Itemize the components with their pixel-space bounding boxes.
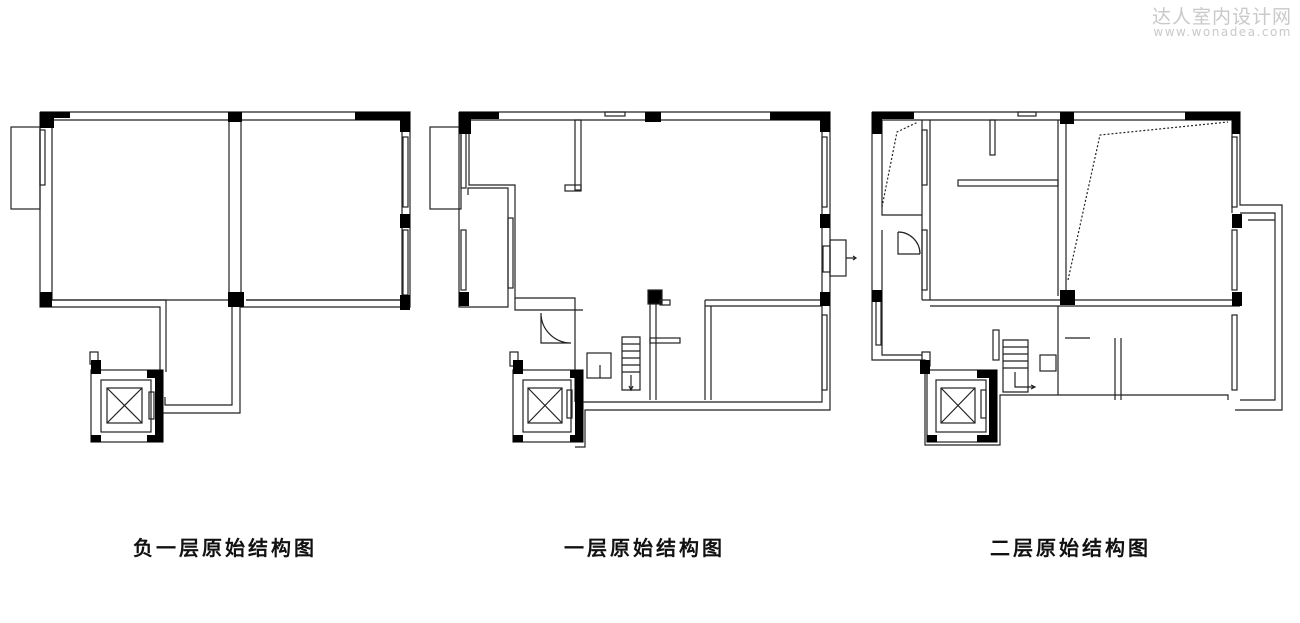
dashed-void-line [881,121,919,208]
partition-wall [922,299,1240,307]
window [1231,136,1238,208]
window [921,129,928,186]
bay-window [10,126,41,210]
plan-title-basement: 负一层原始结构图 [133,536,317,560]
window [821,136,828,208]
elevator-cross [527,387,563,424]
watermark-url: www.wonadea.com [1153,25,1292,39]
door-swing [897,231,921,255]
partition-wall [1065,337,1122,400]
window [821,314,828,391]
partition-wall [921,120,931,300]
elevator-cross [940,387,976,424]
inner-wall-line [881,119,1233,356]
elevator-cross [106,387,143,424]
door-swing [540,312,572,344]
inner-wall-line [468,119,823,403]
stair-arrow [1014,372,1037,390]
elevator-car [527,387,563,424]
elevator-inner [522,379,572,433]
window [1231,314,1238,391]
window [875,294,882,346]
elevator-car [940,387,976,424]
window [604,111,626,117]
watermark-site-name: 达人室内设计网 [1151,6,1292,28]
elevator-shaft [90,369,164,443]
plan-title-ground-floor: 一层原始结构图 [564,536,725,560]
elevator-car [106,387,143,424]
balcony [1240,212,1276,401]
window [507,217,514,289]
columns-basement [40,112,410,442]
partition-wall [514,298,583,311]
bay-window [429,126,462,210]
column-pillar [647,289,663,305]
floor-plan-second [871,111,1283,446]
window [1017,111,1037,117]
floor-plan-basement [10,111,411,443]
partition-wall [1057,120,1067,296]
columns-second [872,112,1242,442]
outer-wall [871,111,1283,446]
plan-title-second-floor: 二层原始结构图 [990,536,1151,560]
window [39,129,46,186]
stairs [621,336,641,391]
dashed-void-line [1067,121,1229,281]
window [921,229,928,291]
window [460,229,467,291]
partition-wall [228,120,242,300]
inner-wall-line [51,119,403,406]
stair-arrow [628,375,634,392]
partition-wall [704,299,822,400]
window [460,127,467,189]
columns-ground [459,112,830,442]
window [402,136,409,208]
stairs [1002,339,1029,393]
window [402,229,409,296]
floor-plan-ground [429,111,858,448]
window [1231,229,1238,291]
elevator-inner [100,379,152,433]
